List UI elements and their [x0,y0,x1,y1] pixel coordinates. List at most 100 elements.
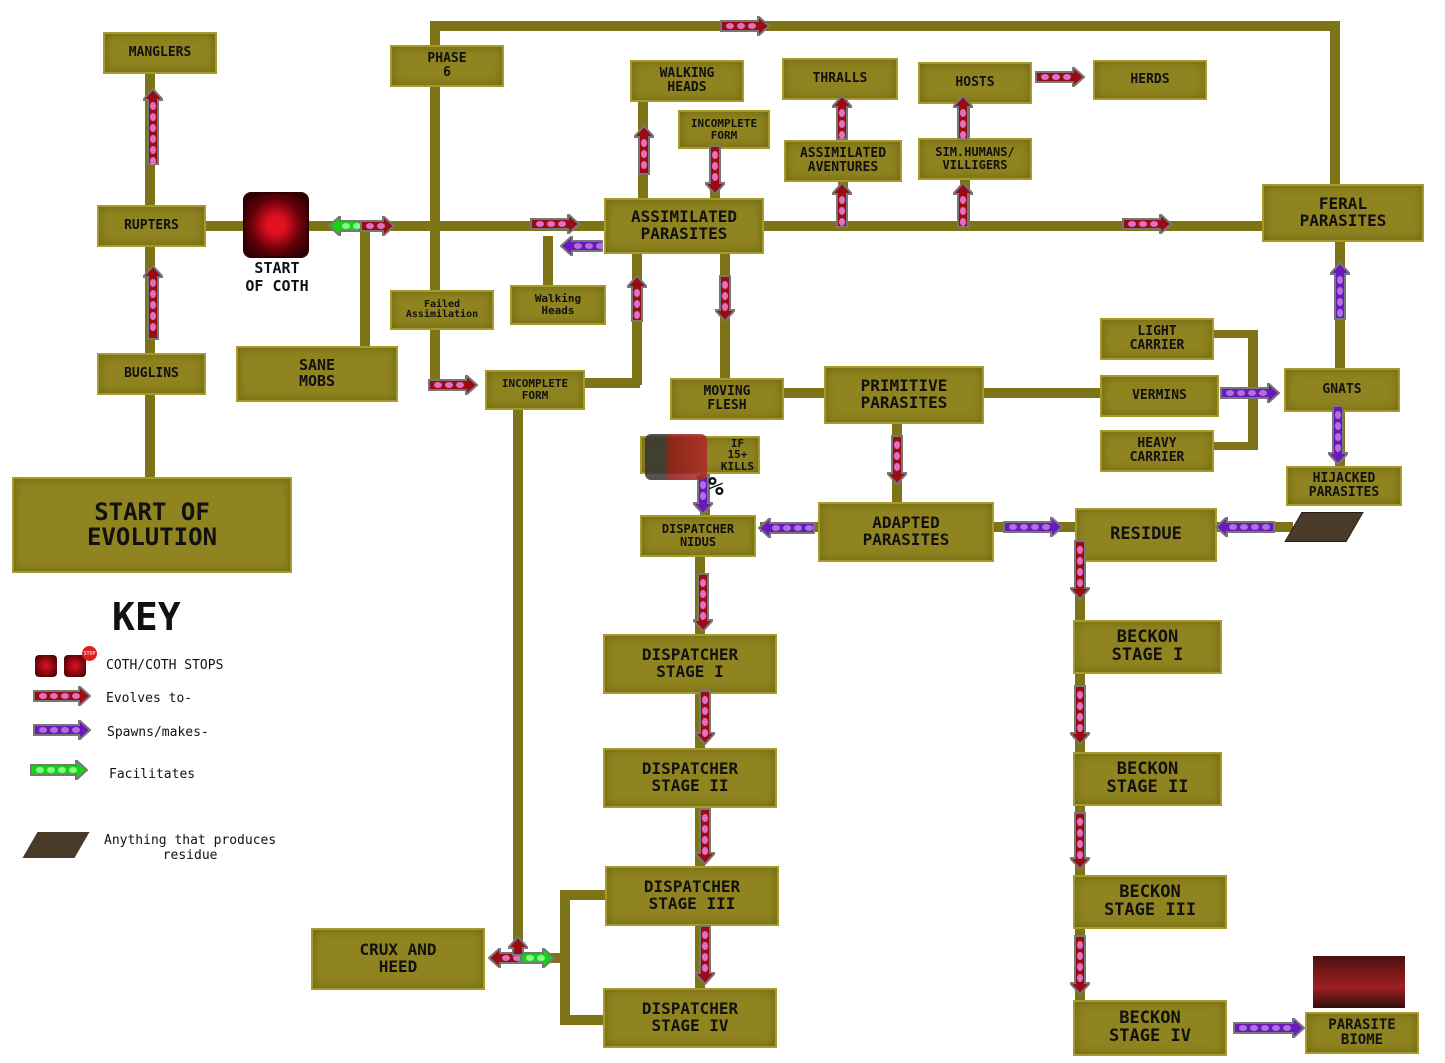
evolve-arrow-icon [634,125,654,175]
node-beckon-2: BECKON STAGE II [1073,752,1222,806]
connector-line [513,390,523,960]
node-herds: HERDS [1093,60,1207,100]
node-assimilated-parasites: ASSIMILATED PARASITES [604,198,764,254]
evolve-arrow-icon [530,214,580,234]
key-spawns-label: Spawns/makes- [107,725,209,740]
node-dispatcher-nidus: DISPATCHER NIDUS [640,515,756,557]
connector-line [430,21,1340,31]
node-sane-mobs: SANE MOBS [236,346,398,402]
spawn-arrow-icon [1330,262,1350,320]
facilitate-arrow-icon [328,216,360,236]
evolve-arrow-icon [832,95,852,140]
connector-line [575,378,640,388]
node-walking-heads-small: Walking Heads [510,285,606,325]
evolve-arrow-icon [695,925,715,985]
stop-badge: STOP [82,646,97,661]
evolve-arrow-icon [695,690,715,745]
node-residue: RESIDUE [1075,508,1217,562]
node-heavy-carrier: HEAVY CARRIER [1100,430,1214,472]
connector-line [360,226,370,351]
evolve-arrow-icon [360,216,395,236]
coth-stop-icon [64,655,86,677]
evolve-arrow-icon [953,182,973,228]
key-title: KEY [112,595,181,639]
key-evolve-arrow-icon [33,686,91,706]
evolve-arrow-icon [953,95,973,140]
evolve-arrow-icon [1070,540,1090,600]
facilitate-arrow-icon [520,948,555,968]
evolve-arrow-icon [693,573,713,632]
node-vermins: VERMINS [1100,375,1219,417]
spawn-arrow-icon [1003,517,1063,537]
node-dispatcher-3: DISPATCHER STAGE III [605,866,779,926]
node-incomplete-form-low: INCOMPLETE FORM [485,370,585,410]
node-failed-assimilation: Failed Assimilation [390,290,494,330]
evolve-arrow-icon [1122,214,1172,234]
spawn-arrow-icon [1233,1018,1305,1038]
node-rupters: RUPTERS [97,205,206,247]
node-feral-parasites: FERAL PARASITES [1262,184,1424,242]
evolve-arrow-icon [715,275,735,322]
spawn-arrow-icon [1328,405,1348,465]
key-coth-label: COTH/COTH STOPS [106,658,224,673]
node-beckon-3: BECKON STAGE III [1073,875,1227,929]
evolve-arrow-icon [143,88,163,165]
key-spawn-arrow-icon [33,720,91,740]
connector-line [975,388,1105,398]
evolve-arrow-icon [832,182,852,228]
node-thralls: THRALLS [782,58,898,100]
connector-line [543,236,553,291]
node-adapted-parasites: ADAPTED PARASITES [818,502,994,562]
node-dispatcher-1: DISPATCHER STAGE I [603,634,777,694]
spawn-arrow-icon [758,518,815,538]
key-evolves-label: Evolves to- [106,691,193,706]
evolve-arrow-icon [627,275,647,322]
node-beckon-1: BECKON STAGE I [1073,620,1222,674]
node-start-of-evolution: START OF EVOLUTION [12,477,292,573]
coth-start-icon [243,192,309,258]
node-dispatcher-2: DISPATCHER STAGE II [603,748,777,808]
connector-line [775,388,830,398]
coth-icon [35,655,57,677]
node-assimilated-adventures: ASSIMILATED AVENTURES [784,140,902,182]
start-coth-label: START OF COTH [245,259,309,295]
evolve-arrow-icon [1070,685,1090,745]
node-buglins: BUGLINS [97,353,206,395]
node-hosts: HOSTS [918,62,1032,104]
parasite-biome-image [1313,956,1405,1008]
evolve-arrow-icon [428,375,478,395]
spawn-arrow-icon [693,475,713,515]
connector-line [1210,330,1255,338]
evolve-arrow-icon [887,435,907,485]
evolve-arrow-icon [1070,935,1090,995]
node-parasite-biome: PARASITE BIOME [1305,1012,1419,1054]
node-incomplete-form-top: INCOMPLETE FORM [678,110,770,149]
node-crux-and-heed: CRUX AND HEED [311,928,485,990]
node-phase6: PHASE 6 [390,45,504,87]
connector-line [1330,21,1340,191]
node-manglers: MANGLERS [103,32,217,74]
spawn-arrow-icon [560,236,603,256]
connector-line [560,890,570,1020]
node-primitive-parasites: PRIMITIVE PARASITES [824,366,984,424]
node-light-carrier: LIGHT CARRIER [1100,318,1214,360]
evolve-arrow-icon [695,808,715,865]
spawn-arrow-icon [1215,517,1275,537]
node-dispatcher-4: DISPATCHER STAGE IV [603,988,777,1048]
key-residue-block-icon [22,832,90,858]
key-facilitates-label: Facilitates [109,767,196,782]
connector-line [430,21,440,391]
connector-line [145,40,155,480]
node-walking-heads: WALKING HEADS [630,60,744,102]
mobs-crossed-icon [645,434,707,480]
connector-line [560,1015,610,1025]
evolve-arrow-icon [488,948,520,968]
evolve-arrow-icon [705,145,725,195]
key-residue-label: Anything that produces residue [104,833,277,863]
node-moving-flesh: MOVING FLESH [670,378,784,420]
percent-label: % [708,472,724,502]
node-hijacked-parasites: HIJACKED PARASITES [1286,466,1402,506]
connector-line [1210,442,1255,450]
spawn-arrow-icon [1220,383,1280,403]
